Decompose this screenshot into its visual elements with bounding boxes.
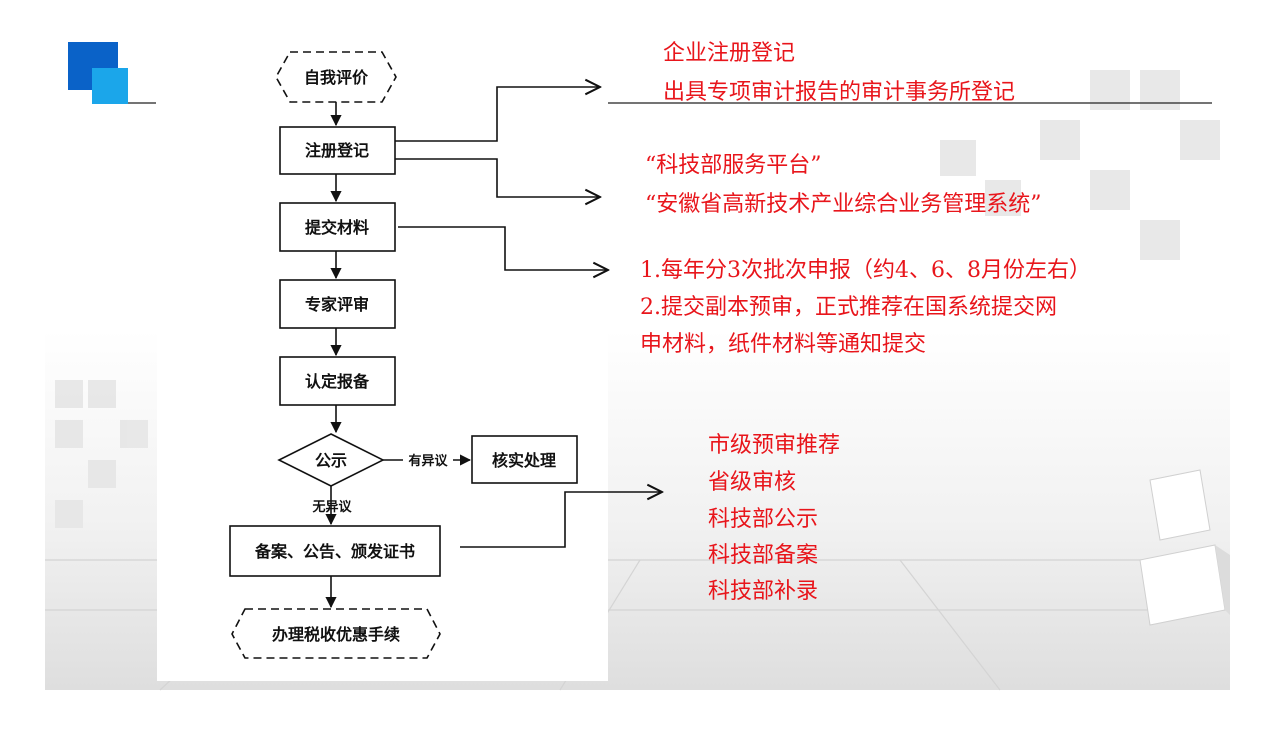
connector-register-group1 bbox=[395, 87, 600, 142]
annotation-3-line-1: 1.每年分3次批次申报（约4、6、8月份左右） bbox=[640, 258, 1091, 283]
annotation-1-line-1: 企业注册登记 bbox=[663, 41, 795, 66]
start-terminator bbox=[275, 51, 397, 103]
annotation-3-line-3: 申材料，纸件材料等通知提交 bbox=[640, 332, 926, 357]
annotation-2-line-1: “科技部服务平台” bbox=[645, 153, 822, 178]
flowchart bbox=[229, 51, 662, 659]
announce-label: 公示 bbox=[315, 451, 347, 470]
flowchart-labels: 自我评价 注册登记 提交材料 专家评审 认定报备 公示 核实处理 有异议 无异议… bbox=[254, 68, 556, 644]
background-cubes bbox=[1139, 469, 1230, 626]
end-terminator bbox=[231, 608, 441, 659]
connector-submit-group3 bbox=[398, 226, 608, 270]
annotation-3-line-2: 2.提交副本预审，正式推荐在国系统提交网 bbox=[640, 295, 1057, 320]
end-label: 办理税收优惠手续 bbox=[272, 625, 400, 644]
register-label: 注册登记 bbox=[305, 141, 369, 160]
annotation-4-line-3: 科技部公示 bbox=[708, 507, 818, 532]
annotations: 企业注册登记 出具专项审计报告的审计事务所登记 “科技部服务平台” “安徽省高新… bbox=[640, 41, 1091, 604]
verify-box bbox=[471, 435, 578, 484]
review-label: 专家评审 bbox=[305, 295, 369, 314]
annotation-4-line-2: 省级审核 bbox=[708, 470, 796, 495]
no-objection-label: 无异议 bbox=[311, 499, 352, 515]
certify-label: 认定报备 bbox=[305, 372, 370, 391]
header-logo bbox=[68, 42, 1212, 104]
submit-box bbox=[279, 202, 396, 252]
certify-box bbox=[279, 356, 396, 406]
submit-label: 提交材料 bbox=[305, 218, 369, 237]
review-box bbox=[279, 279, 396, 329]
objection-label: 有异议 bbox=[408, 453, 448, 469]
annotation-4-line-4: 科技部备案 bbox=[708, 543, 818, 568]
connector-filing-group4 bbox=[460, 492, 662, 548]
annotation-2-line-2: “安徽省高新技术产业综合业务管理系统” bbox=[645, 192, 1042, 217]
filing-box bbox=[229, 525, 441, 577]
annotation-4-line-5: 科技部补录 bbox=[708, 579, 818, 604]
annotation-4-line-1: 市级预审推荐 bbox=[708, 433, 840, 458]
flowchart-panel bbox=[157, 15, 608, 681]
filing-label: 备案、公告、颁发证书 bbox=[254, 542, 415, 561]
logo-square-light bbox=[92, 68, 128, 104]
register-box bbox=[279, 126, 396, 175]
annotation-1-line-2: 出具专项审计报告的审计事务所登记 bbox=[663, 80, 1015, 105]
connector-register-group2 bbox=[395, 158, 600, 197]
start-label: 自我评价 bbox=[304, 68, 369, 87]
verify-label: 核实处理 bbox=[492, 451, 556, 470]
